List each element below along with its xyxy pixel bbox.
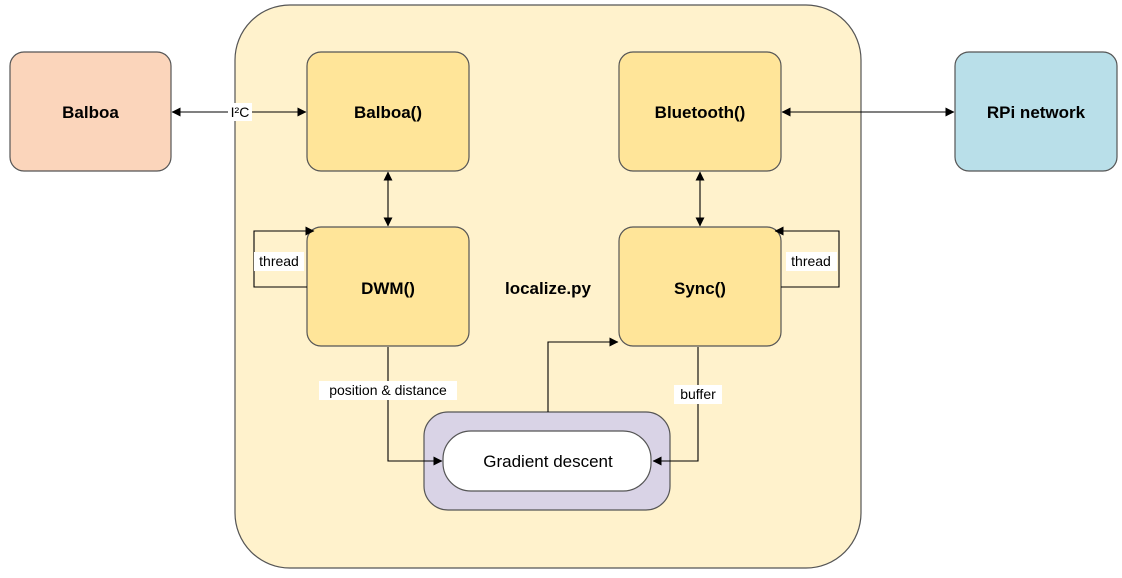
rpi-network-box [954,51,1118,172]
dwm-thread-label-bg [254,252,304,271]
gradient-descent-label: Gradient descent [483,452,613,471]
gradient-descent-inner [442,430,652,492]
localize-label: localize.py [505,279,592,298]
bluetooth-module-label: Bluetooth() [655,103,746,122]
rpi-network-label: RPi network [987,103,1086,122]
balboa-external-label: Balboa [62,103,119,122]
position-distance-label: position & distance [329,382,447,398]
balboa-external-box [9,51,172,172]
sync-thread-label-bg [786,252,837,271]
buffer-label-bg [674,385,722,404]
dwm-thread-label: thread [259,253,299,269]
balboa-module-label: Balboa() [354,103,422,122]
edge-gradient-sync [547,337,619,412]
bluetooth-module-box [618,51,782,172]
dwm-module-label: DWM() [361,279,415,298]
i2c-label-bg [228,103,252,121]
i2c-label: I²C [231,104,250,120]
balboa-module-box [306,51,470,172]
edge-sync-thread-loop [774,226,840,288]
sync-thread-label: thread [791,253,831,269]
position-distance-label-bg [319,381,457,400]
sync-module-label: Sync() [674,279,726,298]
buffer-label: buffer [680,386,716,402]
